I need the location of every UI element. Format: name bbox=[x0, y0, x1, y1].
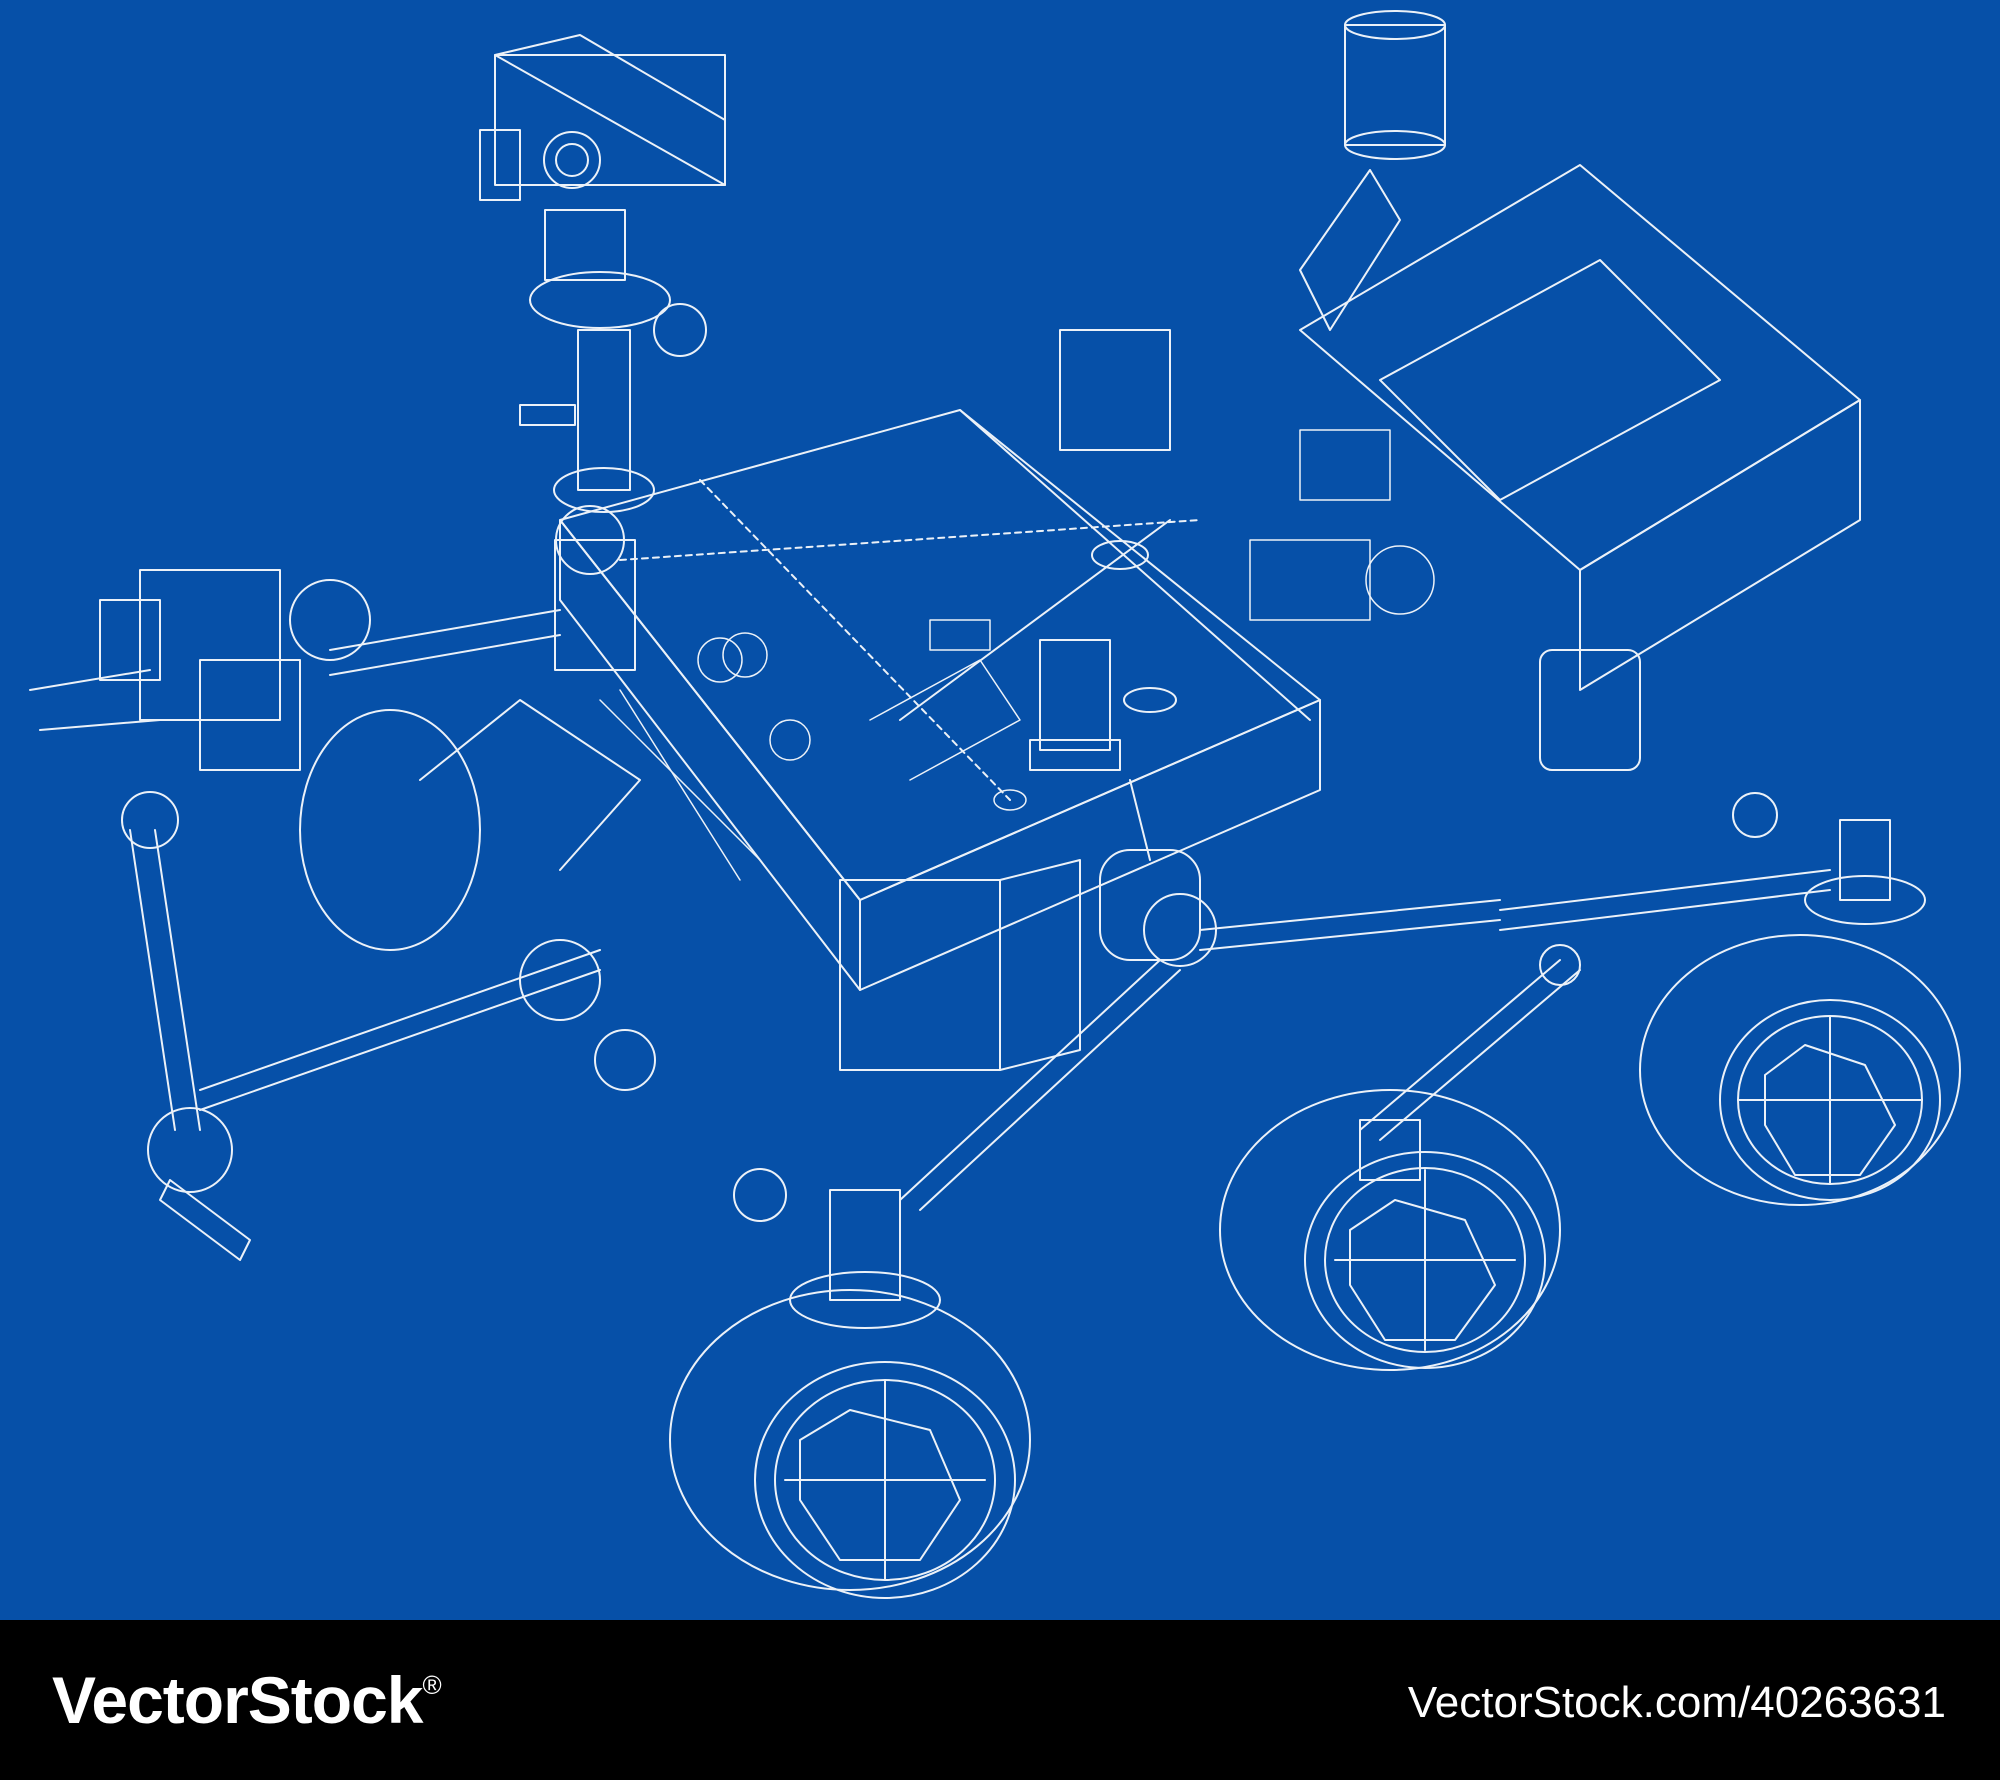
brand-logo[interactable]: VectorStock® bbox=[52, 1662, 442, 1738]
deck-details bbox=[599, 429, 1435, 881]
registered-mark: ® bbox=[422, 1670, 442, 1700]
brand-logo-text: VectorStock bbox=[52, 1663, 423, 1737]
suspension bbox=[899, 409, 1831, 1211]
wheel-rear bbox=[1639, 792, 1961, 1206]
wheel-middle bbox=[1219, 1089, 1561, 1371]
rover-body bbox=[559, 409, 1321, 1071]
camera-mast bbox=[479, 34, 726, 671]
illustration-canvas bbox=[0, 0, 2000, 1620]
rover-wireframe bbox=[29, 10, 1961, 1599]
power-unit bbox=[1059, 10, 1861, 771]
wheel-front-left bbox=[669, 1168, 1031, 1599]
footer-bar: VectorStock® VectorStock.com/40263631 bbox=[0, 1620, 2000, 1780]
asset-id-text: VectorStock.com/40263631 bbox=[1407, 1678, 1946, 1727]
robotic-arm bbox=[29, 569, 656, 1261]
